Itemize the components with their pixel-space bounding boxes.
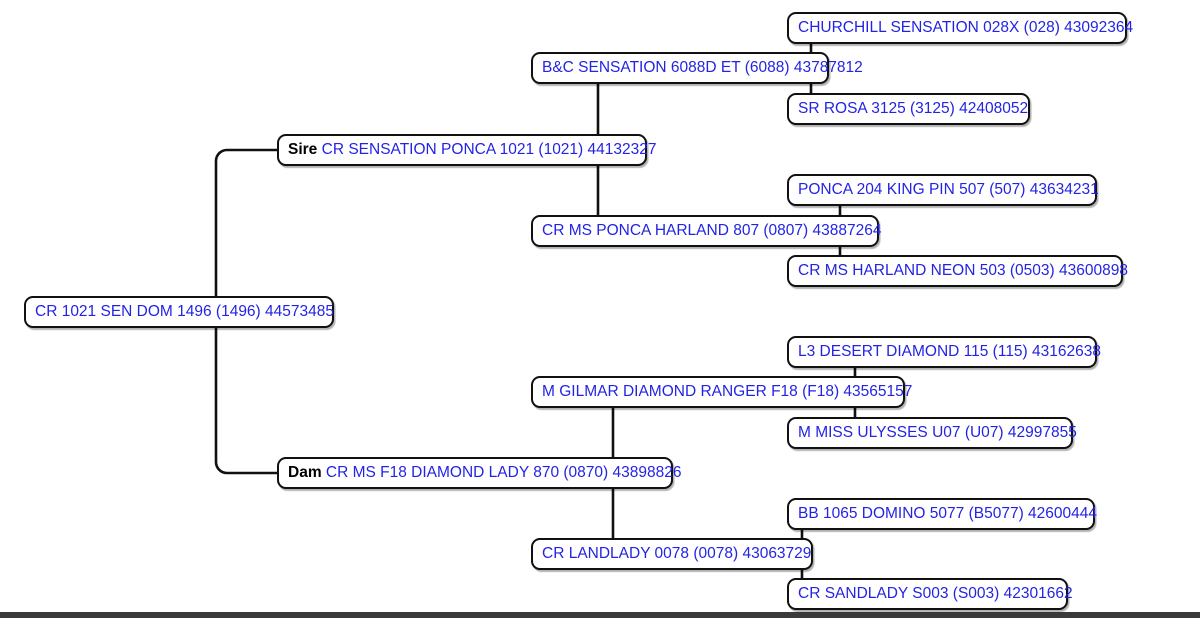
node-label: M MISS ULYSSES U07 (U07) 42997855 [798, 424, 1077, 441]
pedigree-node-sire-sire-dam[interactable]: SR ROSA 3125 (3125) 42408052 [787, 93, 1030, 125]
pedigree-node-sire-sire[interactable]: B&C SENSATION 6088D ET (6088) 43787812 [531, 52, 863, 84]
pedigree-node-sire-dam-dam[interactable]: CR MS HARLAND NEON 503 (0503) 43600898 [787, 255, 1128, 287]
connector-root-to-dam [214, 328, 277, 475]
pedigree-node-sire-dam-sire[interactable]: PONCA 204 KING PIN 507 (507) 43634231 [787, 174, 1099, 206]
node-label: CR MS HARLAND NEON 503 (0503) 43600898 [798, 262, 1128, 279]
node-label: CR LANDLADY 0078 (0078) 43063729 [542, 545, 812, 562]
sire-role-label: Sire [288, 141, 318, 158]
node-label: CR MS PONCA HARLAND 807 (0807) 43887264 [542, 222, 882, 239]
pedigree-node-sire-sire-sire[interactable]: CHURCHILL SENSATION 028X (028) 43092364 [787, 12, 1133, 44]
bottom-scrollbar[interactable] [0, 612, 1200, 618]
node-label: L3 DESERT DIAMOND 115 (115) 43162638 [798, 343, 1101, 360]
pedigree-node-sire-dam[interactable]: CR MS PONCA HARLAND 807 (0807) 43887264 [531, 215, 882, 247]
dam-role-label: Dam [288, 464, 322, 481]
node-label: BB 1065 DOMINO 5077 (B5077) 42600444 [798, 505, 1097, 522]
node-label: M GILMAR DIAMOND RANGER F18 (F18) 435651… [542, 383, 913, 400]
pedigree-node-dam-sire[interactable]: M GILMAR DIAMOND RANGER F18 (F18) 435651… [531, 376, 912, 408]
pedigree-node-dam-dam-sire[interactable]: BB 1065 DOMINO 5077 (B5077) 42600444 [787, 498, 1097, 530]
pedigree-node-dam-dam-dam[interactable]: CR SANDLADY S003 (S003) 42301662 [787, 578, 1073, 610]
node-label: CR MS F18 DIAMOND LADY 870 (0870) 438988… [325, 464, 682, 481]
pedigree-node-dam-sire-dam[interactable]: M MISS ULYSSES U07 (U07) 42997855 [787, 417, 1077, 449]
node-label: SR ROSA 3125 (3125) 42408052 [798, 100, 1029, 117]
node-label: CR 1021 SEN DOM 1496 (1496) 44573485 [35, 303, 334, 320]
node-label: B&C SENSATION 6088D ET (6088) 43787812 [542, 59, 863, 76]
connector-root-to-sire [214, 148, 277, 296]
node-label: CHURCHILL SENSATION 028X (028) 43092364 [798, 19, 1134, 36]
pedigree-node-sire[interactable]: Sire CR SENSATION PONCA 1021 (1021) 4413… [277, 134, 656, 166]
node-label: CR SENSATION PONCA 1021 (1021) 44132327 [321, 141, 657, 158]
pedigree-node-root[interactable]: CR 1021 SEN DOM 1496 (1496) 44573485 [24, 296, 334, 328]
node-label: PONCA 204 KING PIN 507 (507) 43634231 [798, 181, 1099, 198]
pedigree-node-dam-sire-sire[interactable]: L3 DESERT DIAMOND 115 (115) 43162638 [787, 336, 1101, 368]
pedigree-node-dam[interactable]: Dam CR MS F18 DIAMOND LADY 870 (0870) 43… [277, 457, 681, 489]
node-label: CR SANDLADY S003 (S003) 42301662 [798, 585, 1073, 602]
pedigree-node-dam-dam[interactable]: CR LANDLADY 0078 (0078) 43063729 [531, 538, 813, 570]
